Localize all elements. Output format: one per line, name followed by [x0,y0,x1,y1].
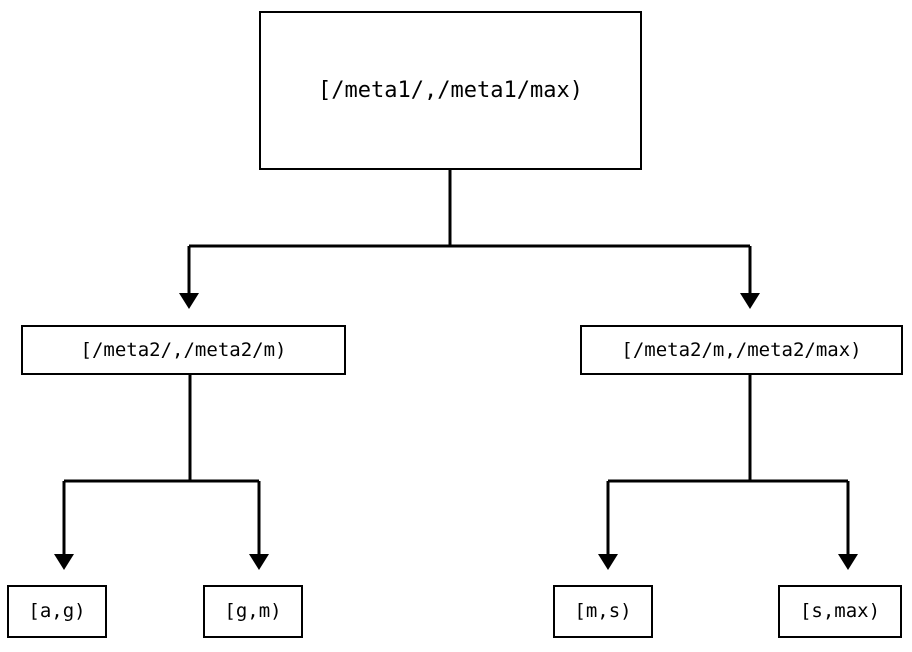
tree-node-leaf-g-m-label: [g,m) [224,600,282,622]
arrowhead-down-icon [838,554,858,570]
tree-node-leaf-a-g-label: [a,g) [28,600,86,622]
tree-node-mid-left-label: [/meta2/,/meta2/m) [80,338,287,361]
arrowhead-down-icon [740,293,760,309]
tree-node-leaf-g-m[interactable]: [g,m) [203,585,303,638]
tree-node-mid-right[interactable]: [/meta2/m,/meta2/max) [580,325,903,375]
arrowhead-down-icon [598,554,618,570]
tree-node-leaf-s-max-label: [s,max) [799,600,881,622]
tree-node-root[interactable]: [/meta1/,/meta1/max) [259,11,642,170]
arrowhead-down-icon [179,293,199,309]
tree-node-mid-right-label: [/meta2/m,/meta2/max) [621,338,862,361]
tree-node-root-label: [/meta1/,/meta1/max) [318,77,583,103]
tree-node-leaf-m-s-label: [m,s) [574,600,632,622]
tree-node-leaf-s-max[interactable]: [s,max) [778,585,902,638]
tree-node-leaf-a-g[interactable]: [a,g) [7,585,107,638]
tree-node-mid-left[interactable]: [/meta2/,/meta2/m) [21,325,346,375]
arrowhead-down-icon [54,554,74,570]
tree-node-leaf-m-s[interactable]: [m,s) [553,585,653,638]
arrowhead-down-icon [249,554,269,570]
